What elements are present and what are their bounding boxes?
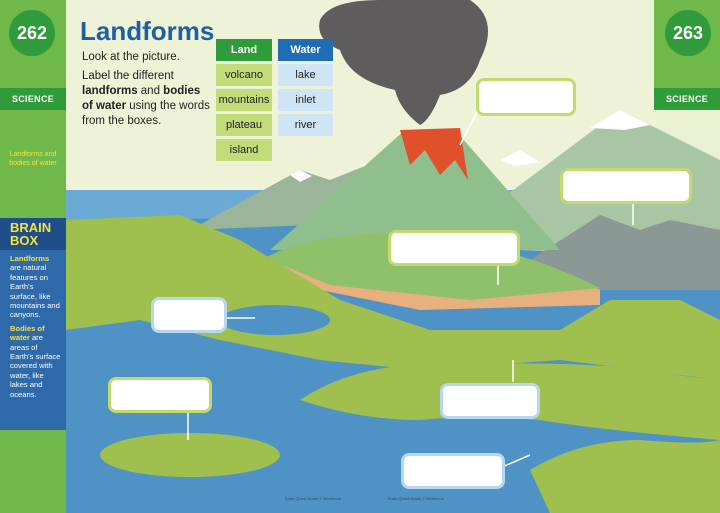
island [100, 433, 280, 477]
subject-tab-right: SCIENCE [654, 88, 720, 110]
brain-box-def-2: are areas of Earth's surface covered wit… [10, 333, 61, 399]
answer-box-mountains[interactable] [560, 168, 692, 204]
inlet-land [530, 440, 720, 513]
brain-box-title: BRAIN BOX [0, 218, 66, 250]
volcano [270, 130, 560, 250]
answer-box-plateau[interactable] [388, 230, 520, 266]
page-number-right: 263 [665, 10, 711, 56]
instruction-text: using the words from the boxes. [82, 100, 210, 127]
subject-tab-left: SCIENCE [0, 88, 66, 110]
brain-box: BRAIN BOX Landforms are natural features… [0, 218, 66, 430]
brain-box-def-1: are natural features on Earth's surface,… [10, 263, 60, 320]
wordbank-water-item: river [278, 114, 333, 136]
wordbank-land-item: mountains [216, 89, 272, 111]
wordbank-water-header: Water [278, 39, 333, 61]
brain-box-term-1: Landforms [10, 254, 50, 263]
main-land [66, 215, 720, 380]
answer-box-inlet[interactable] [401, 453, 505, 489]
instruction-bold-landforms: landforms [82, 85, 138, 97]
answer-box-river[interactable] [440, 383, 540, 419]
wordbank-land-header: Land [216, 39, 272, 61]
volcano-smoke [319, 0, 488, 125]
page-title: Landforms [80, 16, 215, 46]
instruction-bold-water: bodies of water [82, 85, 201, 112]
page-number-left: 262 [9, 10, 55, 56]
answer-box-volcano[interactable] [476, 78, 576, 116]
wordbank-water-item: lake [278, 64, 333, 86]
instruction-text: Label the different [82, 70, 174, 82]
instruction-text: and [137, 85, 164, 97]
instructions: Look at the picture. Label the different… [82, 50, 212, 133]
answer-box-lake[interactable] [151, 297, 227, 333]
instruction-line-1: Look at the picture. [82, 51, 180, 63]
footer-left: Brain Quest Grade 2 Workbook [285, 496, 341, 501]
wordbank-land-item: volcano [216, 64, 272, 86]
rocky-mountains [530, 215, 720, 290]
topic-label: Landforms and bodies of water [9, 151, 57, 167]
lake [220, 305, 330, 335]
wordbank-land-item: island [216, 139, 272, 161]
wordbank-water-item: inlet [278, 89, 333, 111]
footer-right: Brain Quest Grade 2 Workbook [388, 496, 444, 501]
wordbank-land-item: plateau [216, 114, 272, 136]
brain-box-term-2: Bodies of water [10, 323, 45, 343]
answer-box-island[interactable] [108, 377, 212, 413]
